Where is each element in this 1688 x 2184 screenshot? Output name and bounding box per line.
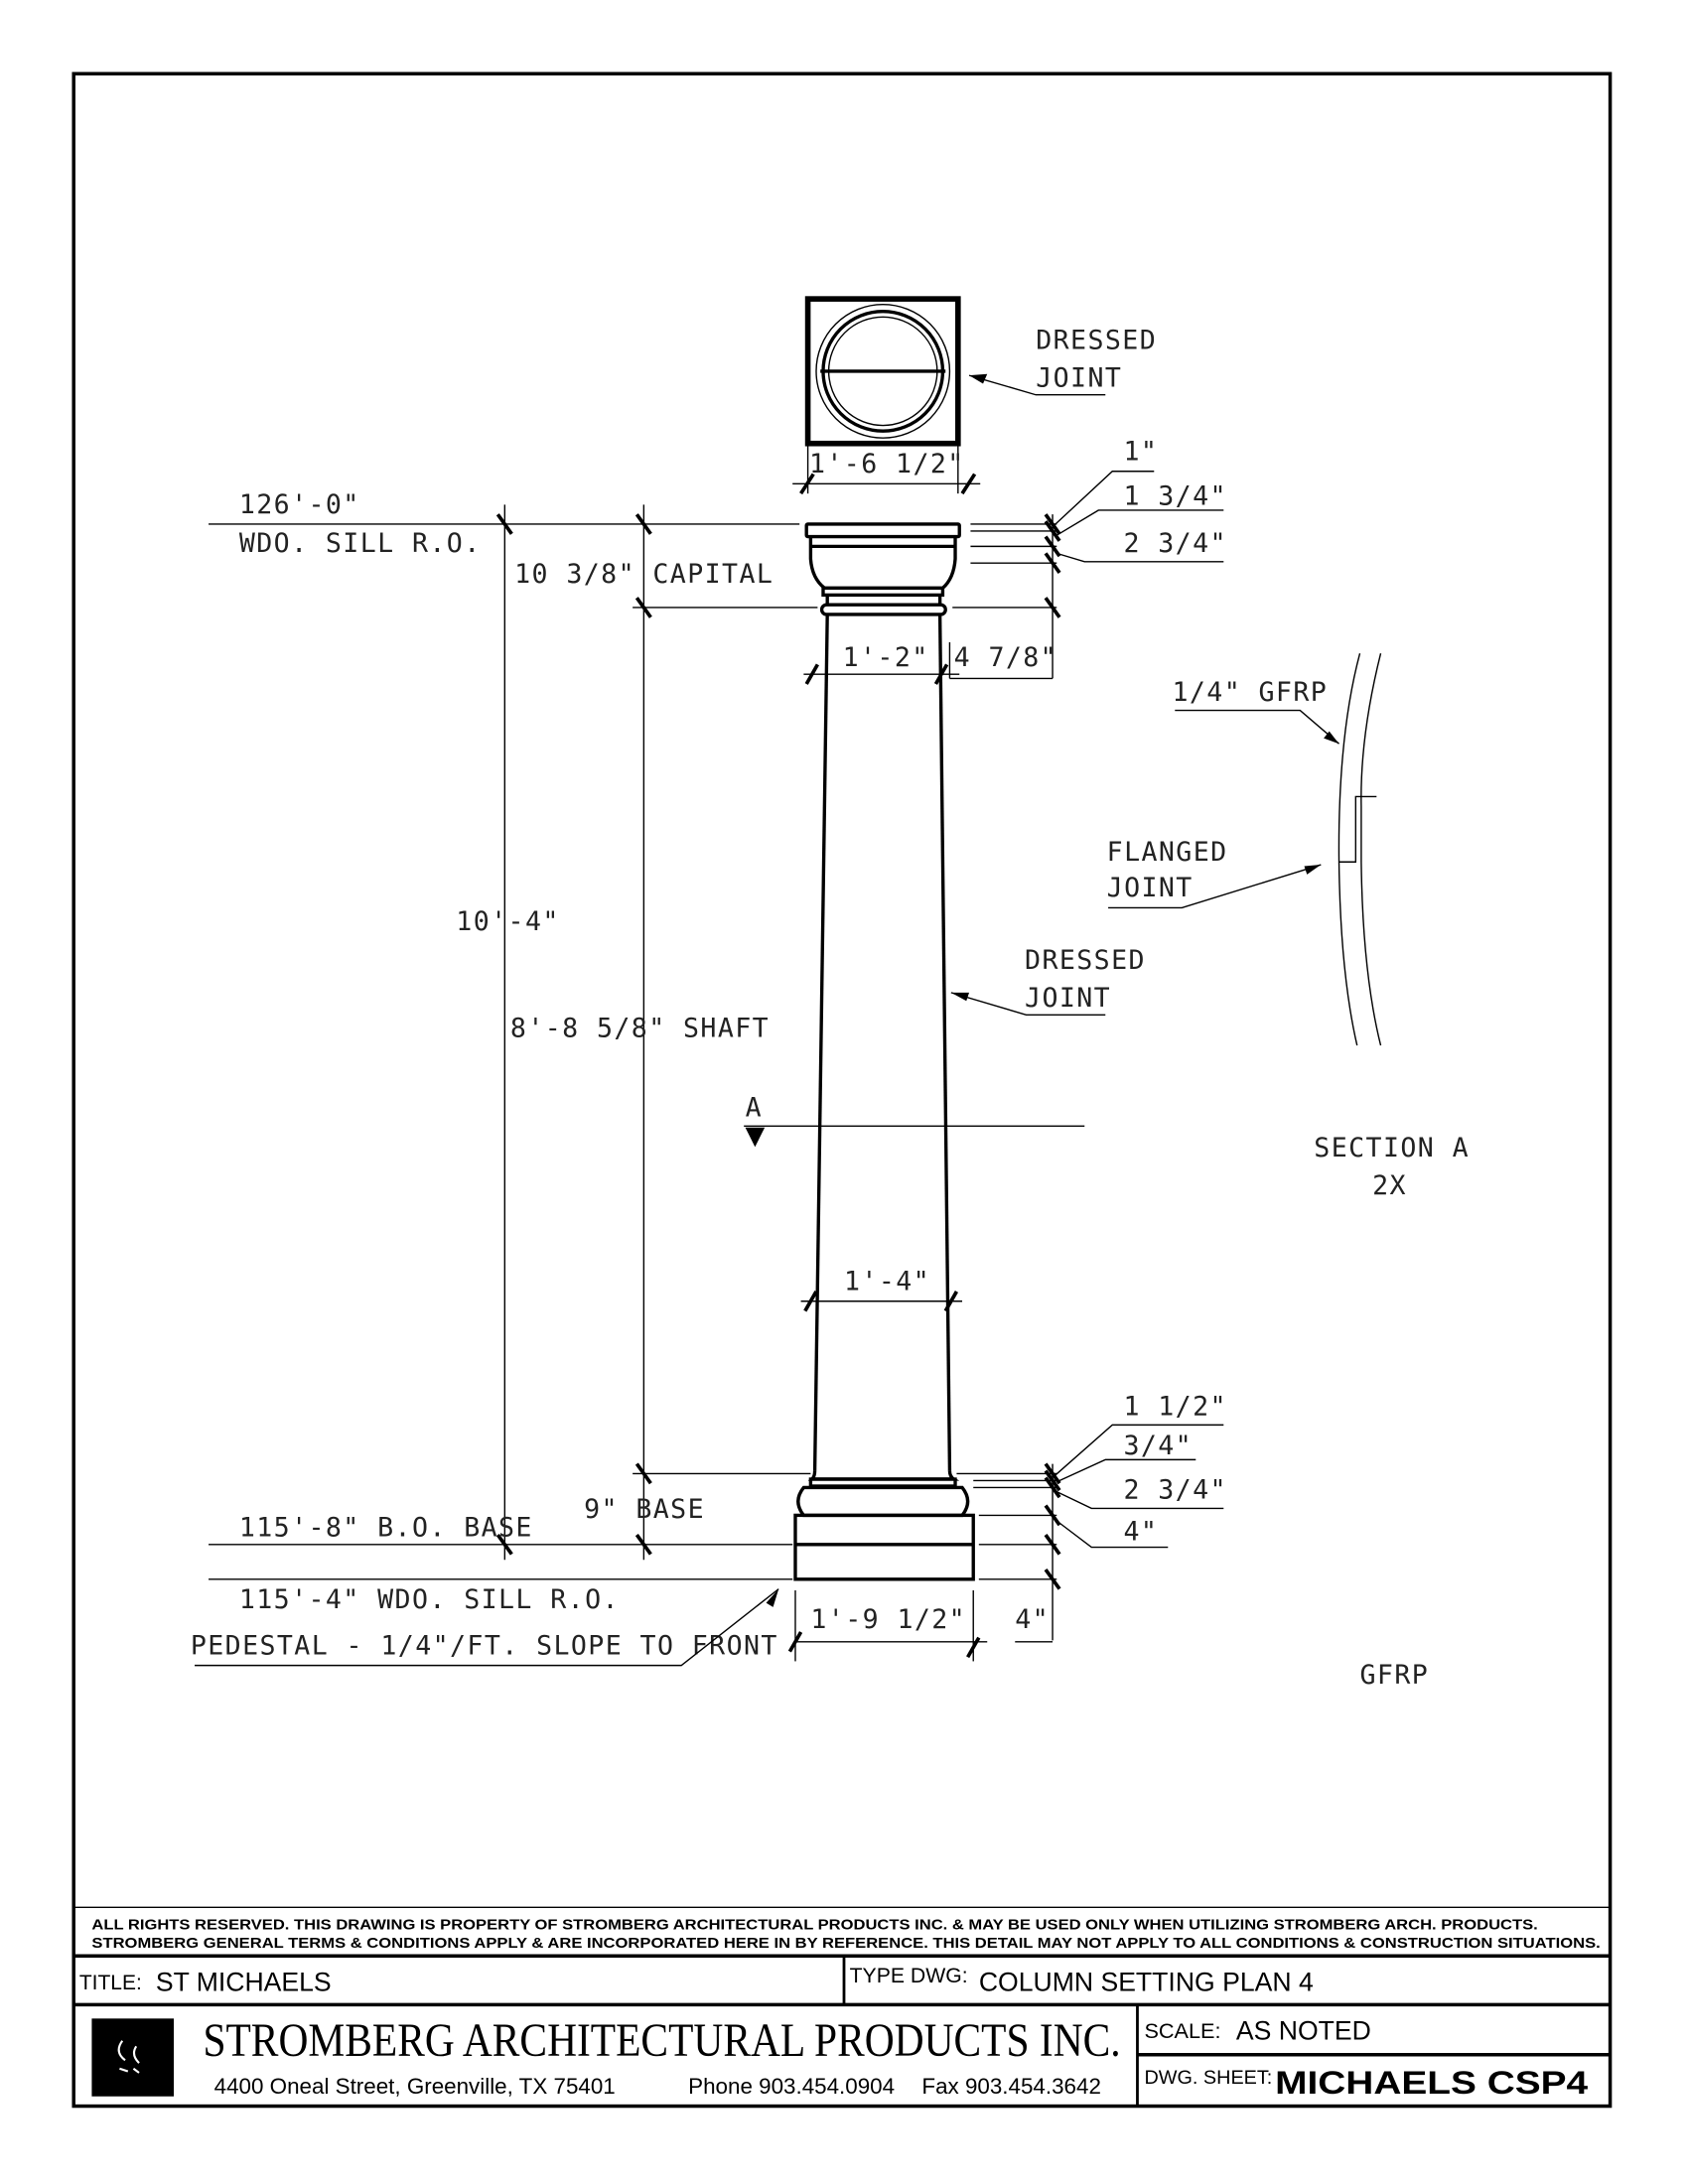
base-dim-3: 2 3/4" (1123, 1475, 1226, 1506)
dim-shaft-bottom-width: 1'-4" (844, 1267, 930, 1297)
dim-plinth-width: 1'-9 1/2" (810, 1604, 966, 1635)
sheet-border (71, 71, 1613, 2109)
elev-top: 126'-0" (239, 489, 360, 520)
dim-capital-height: 10 3/8" CAPITAL (514, 559, 774, 590)
mid-joint-label-1: DRESSED (1025, 945, 1146, 976)
material-label: GFRP (1360, 1660, 1430, 1691)
elev-sill: 115'-4" WDO. SILL R.O. (239, 1584, 620, 1615)
dim-top-width: 1'-6 1/2" (809, 449, 965, 479)
company-address: 4400 Oneal Street, Greenville, TX 75401 (214, 2074, 616, 2099)
scale-value: AS NOTED (1236, 2015, 1371, 2045)
elev-base: 115'-8" B.O. BASE (239, 1512, 533, 1543)
leader-arrow (968, 374, 1106, 396)
base-dim-4: 4" (1123, 1517, 1158, 1548)
elev-top-note: WDO. SILL R.O. (239, 528, 482, 559)
section-a-detail (1337, 653, 1382, 1046)
dim-shaft-top-offset: 4 7/8" (954, 642, 1057, 673)
flanged-joint-label-2: JOINT (1107, 873, 1194, 903)
section-scale: 2X (1372, 1170, 1407, 1201)
section-marker-icon (745, 1127, 766, 1148)
disclaimer-line-2: STROMBERG GENERAL TERMS & CONDITIONS APP… (91, 1936, 1600, 1952)
company-fax: Fax 903.454.3642 (921, 2074, 1101, 2099)
dim-base-height: 9" BASE (584, 1494, 705, 1525)
dwg-sheet-value: MICHAELS CSP4 (1275, 2065, 1588, 2101)
dim-shaft-top-width: 1'-2" (843, 642, 929, 673)
dwg-sheet-label: DWG. SHEET: (1144, 2067, 1272, 2089)
scale-label: SCALE: (1144, 2020, 1220, 2043)
section-title: SECTION A (1314, 1133, 1470, 1163)
section-marker-label: A (746, 1093, 763, 1124)
disclaimer-line-1: ALL RIGHTS RESERVED. THIS DRAWING IS PRO… (91, 1918, 1537, 1934)
column-elevation (793, 522, 975, 1581)
flanged-joint-label-1: FLANGED (1107, 837, 1228, 868)
title-label: TITLE: (79, 1972, 142, 1994)
base-dim-2: 3/4" (1123, 1431, 1193, 1461)
top-joint-label-2: JOINT (1036, 362, 1122, 393)
capital-dim-2: 1 3/4" (1123, 480, 1226, 511)
gfrp-thickness-label: 1/4" GFRP (1172, 677, 1328, 708)
mid-joint-label-2: JOINT (1025, 983, 1111, 1014)
column-plan-view (804, 296, 961, 447)
capital-dim-1: 1" (1123, 437, 1158, 468)
title-value: ST MICHAELS (156, 1967, 332, 1996)
base-dim-1: 1 1/2" (1123, 1392, 1226, 1423)
pedestal-note: PEDESTAL - 1/4"/FT. SLOPE TO FRONT (191, 1630, 778, 1661)
dim-overall-height: 10'-4" (456, 906, 559, 937)
capital-dim-3: 2 3/4" (1123, 528, 1226, 559)
top-joint-label-1: DRESSED (1036, 326, 1157, 356)
type-dwg-label: TYPE DWG: (850, 1965, 968, 1987)
company-name: STROMBERG ARCHITECTURAL PRODUCTS INC. (203, 2015, 1120, 2067)
title-block: ALL RIGHTS RESERVED. THIS DRAWING IS PRO… (73, 1906, 1611, 2107)
dim-shaft-height: 8'-8 5/8" SHAFT (510, 1014, 770, 1044)
company-logo (91, 2018, 175, 2097)
type-dwg-value: COLUMN SETTING PLAN 4 (979, 1967, 1314, 1996)
company-phone: Phone 903.454.0904 (688, 2074, 895, 2099)
dim-plinth-offset: 4" (1015, 1604, 1050, 1635)
